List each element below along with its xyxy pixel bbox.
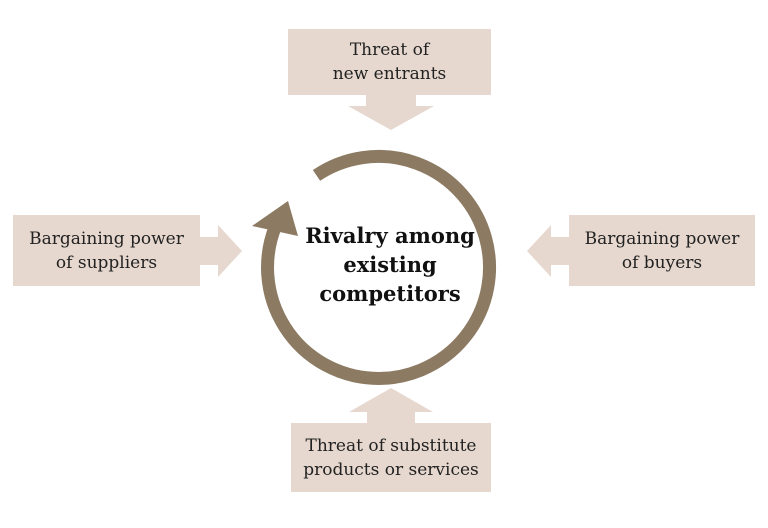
box-line: Bargaining power: [29, 228, 184, 249]
box-line: Bargaining power: [584, 228, 740, 249]
arrow-from-top: [348, 95, 434, 130]
supplier-power-box: Bargaining power of suppliers: [13, 215, 200, 286]
center-line: competitors: [319, 280, 461, 306]
center-line: existing: [343, 251, 437, 277]
rivalry-cycle-arrowhead: [252, 201, 298, 236]
box-line: new entrants: [332, 64, 447, 84]
rivalry-cycle-ring: [261, 150, 496, 385]
box-line: Threat of: [349, 40, 430, 60]
box-line: of suppliers: [55, 252, 158, 273]
center-line: Rivalry among: [305, 222, 475, 248]
box-line: products or services: [303, 459, 479, 480]
arrow-from-bottom: [349, 388, 433, 423]
box-line: Threat of substitute: [305, 435, 477, 456]
arrow-from-right: [527, 225, 569, 277]
arrow-from-left: [200, 225, 242, 277]
threat-of-substitutes-box: Threat of substitute products or service…: [291, 423, 491, 492]
threat-of-new-entrants-box: Threat of new entrants: [288, 29, 491, 95]
rivalry-center-label: Rivalry among existing competitors: [290, 220, 490, 308]
buyer-power-box: Bargaining power of buyers: [569, 215, 755, 286]
box-line: of buyers: [621, 252, 703, 273]
